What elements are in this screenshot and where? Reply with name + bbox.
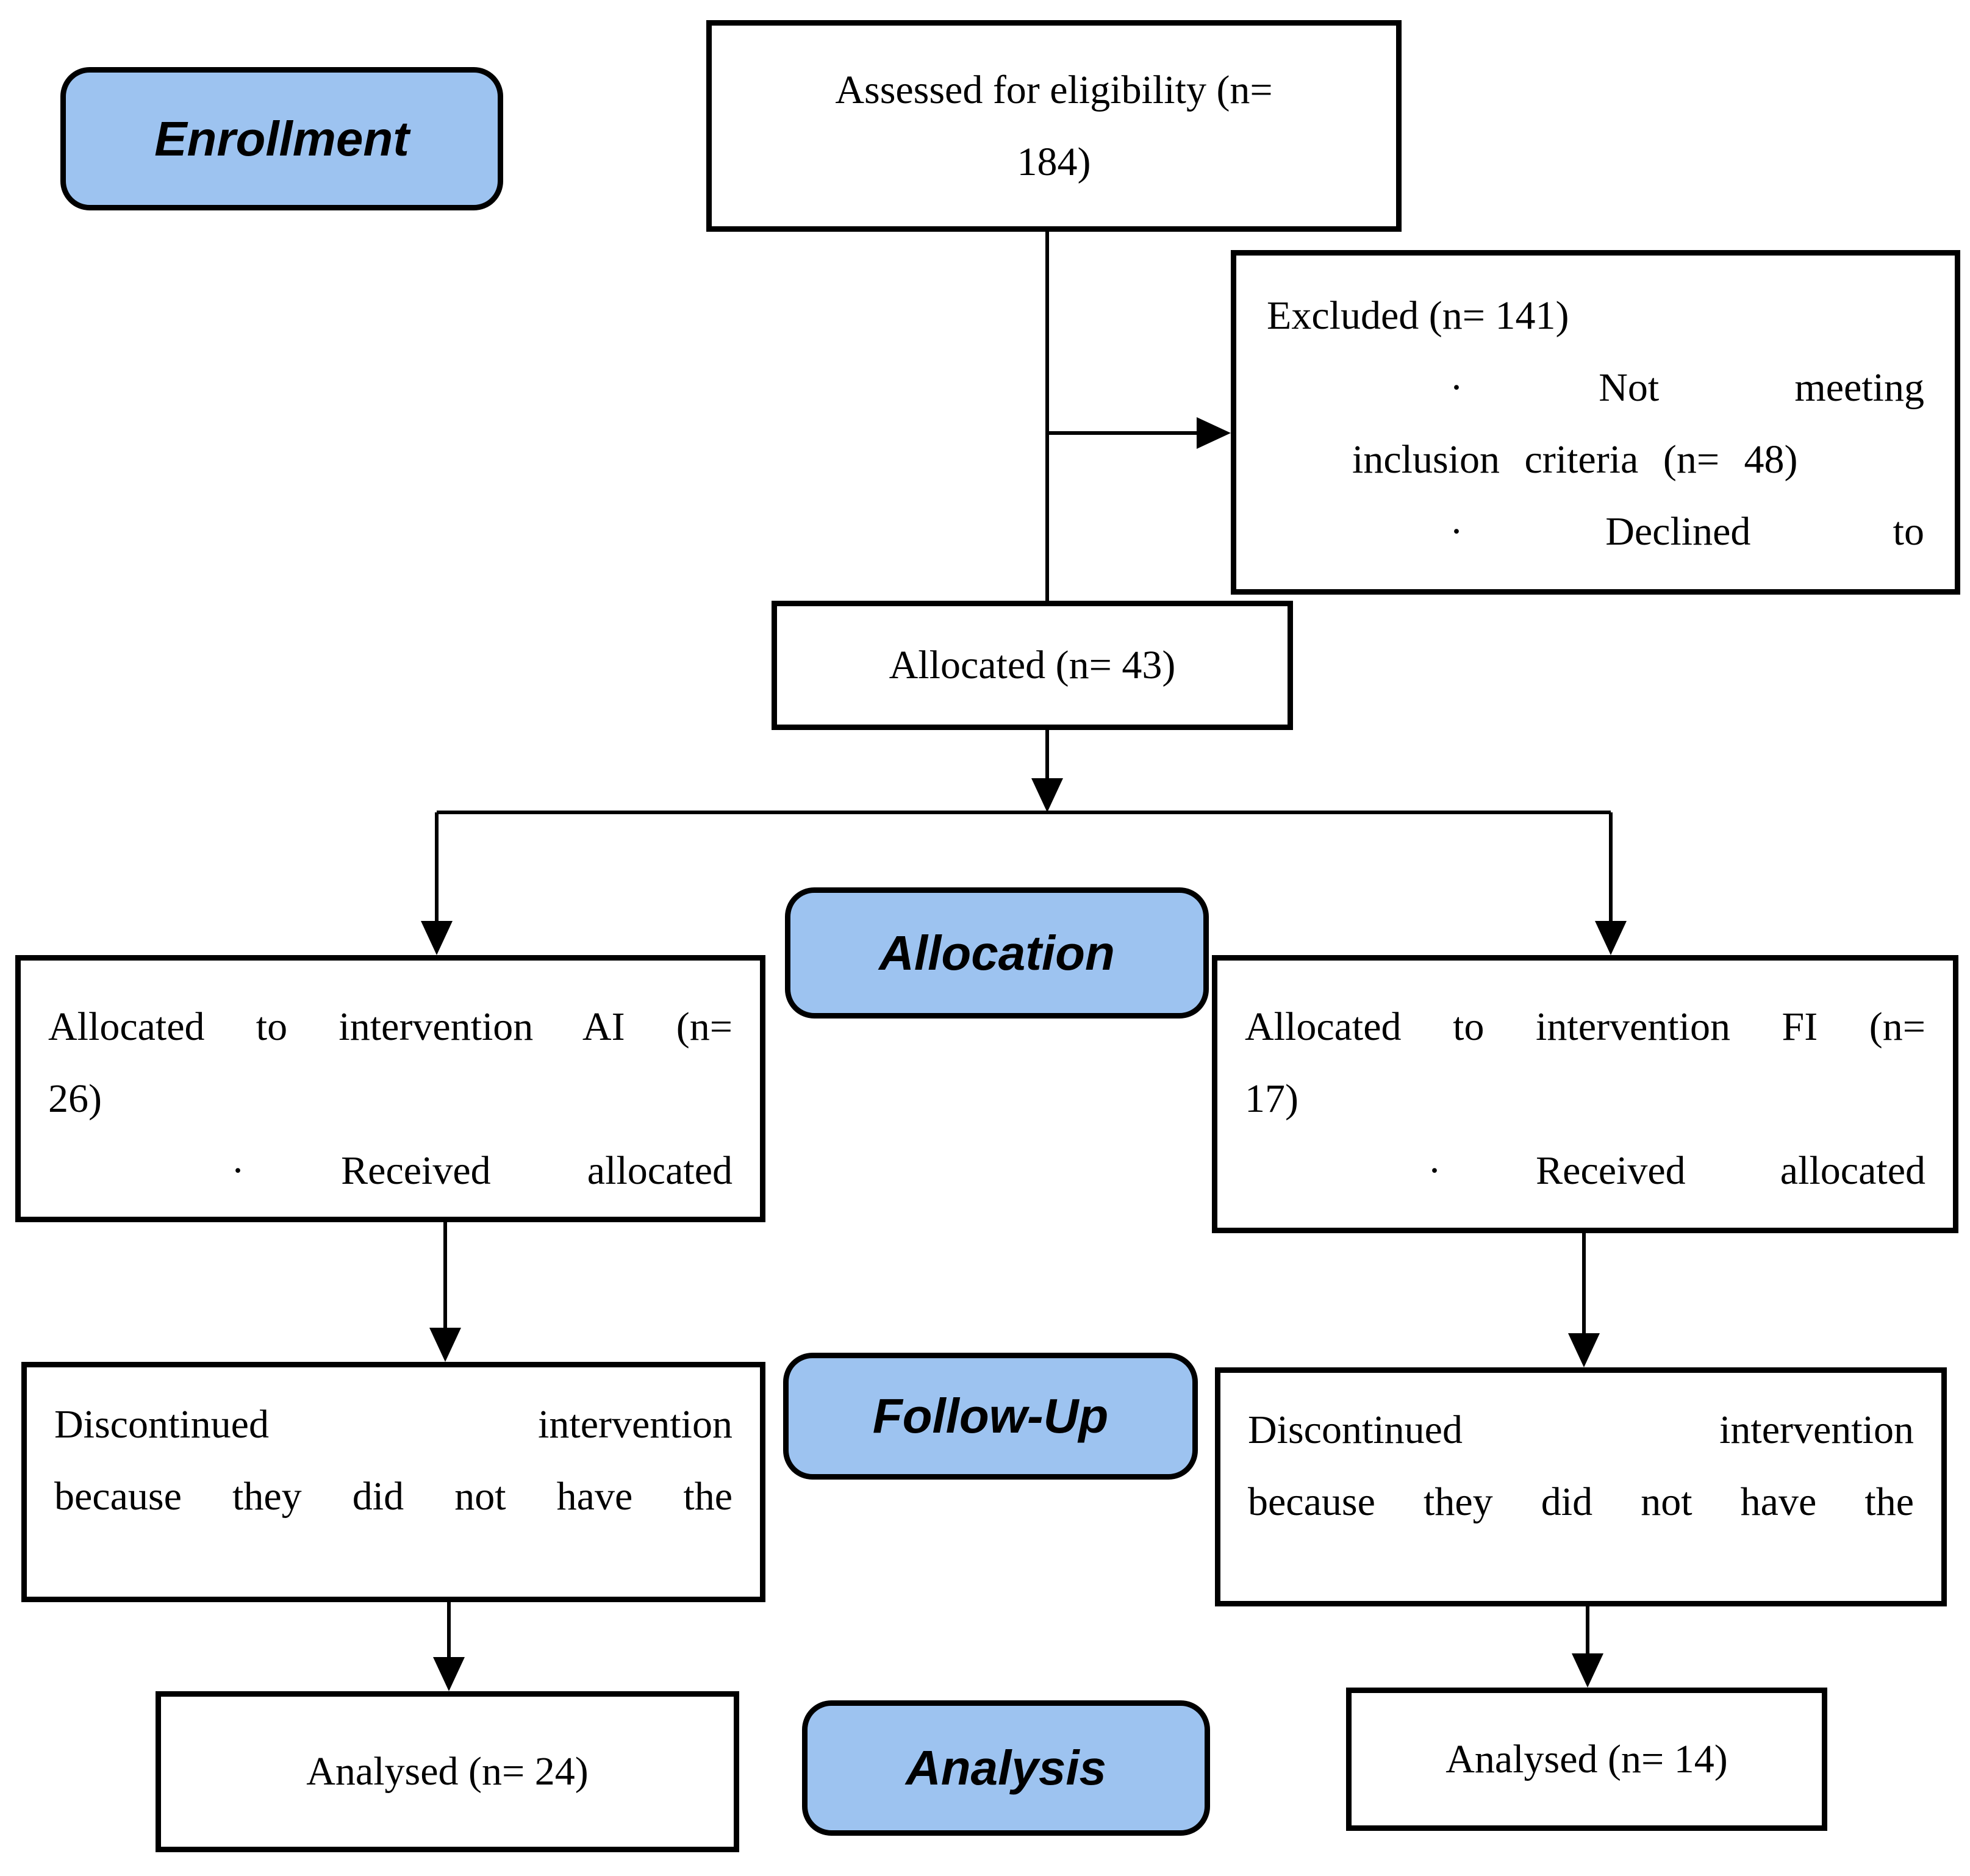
box-assessed-eligibility: Assessed for eligibility (n= 184) [706, 20, 1402, 232]
box-allocated-intervention-ai: Allocated to intervention AI (n= 26) · R… [15, 955, 765, 1222]
stage-label-analysis: Analysis [802, 1700, 1210, 1836]
box-discontinued-right: Discontinued intervention because they d… [1215, 1367, 1947, 1606]
text-line: because they did not have the [1248, 1480, 1914, 1524]
stage-label-enrollment: Enrollment [60, 67, 503, 210]
arrowhead-analysed-left [433, 1657, 465, 1691]
box-analysed-left: Analysed (n= 24) [156, 1691, 739, 1852]
text-line: · Received allocated [1428, 1148, 1925, 1193]
connector-right-branch [1609, 812, 1613, 923]
connector-to-excluded [1047, 431, 1198, 435]
connector-fi-to-discontinued [1582, 1233, 1586, 1336]
stage-label-allocation: Allocation [785, 887, 1209, 1019]
connector-splitter [437, 811, 1611, 814]
text-line: · Received allocated [231, 1148, 732, 1193]
stage-label-text: Analysis [905, 1741, 1107, 1795]
text-line: Excluded (n= 141) [1267, 293, 1569, 338]
connector-discleft-to-analysed [447, 1602, 451, 1659]
text-line: Analysed (n= 14) [1445, 1736, 1728, 1781]
text-line: Allocated to intervention FI (n= [1245, 1004, 1925, 1049]
connector-discright-to-analysed [1586, 1606, 1589, 1656]
connector-left-branch [435, 812, 439, 923]
stage-label-follow-up: Follow-Up [783, 1353, 1198, 1480]
box-allocated: Allocated (n= 43) [772, 601, 1293, 730]
stage-label-text: Enrollment [154, 111, 409, 166]
arrowhead-analysed-right [1572, 1653, 1603, 1688]
text-line: 17) [1245, 1076, 1298, 1121]
text-line: inclusion criteria (n= 48) [1352, 437, 1798, 482]
text-line: Allocated (n= 43) [889, 643, 1176, 687]
arrowhead-left-branch [421, 921, 453, 955]
text-line: · Not meeting [1450, 365, 1924, 410]
arrowhead-right-branch [1595, 921, 1627, 955]
box-analysed-right: Analysed (n= 14) [1346, 1688, 1827, 1831]
box-discontinued-left: Discontinued intervention because they d… [21, 1362, 765, 1602]
connector-ai-to-discontinued [443, 1222, 447, 1330]
arrowhead-fi-discontinued [1568, 1333, 1600, 1367]
text-line: Discontinued intervention [1248, 1408, 1914, 1452]
text-line: 184) [1017, 139, 1091, 184]
box-allocated-intervention-fi: Allocated to intervention FI (n= 17) · R… [1212, 955, 1958, 1233]
text-line: because they did not have the [54, 1474, 732, 1519]
text-line: Allocated to intervention AI (n= [48, 1004, 732, 1049]
text-line: · Declined to [1450, 509, 1924, 554]
box-excluded: Excluded (n= 141) · Not meeting inclusio… [1231, 250, 1960, 595]
text-line: Analysed (n= 24) [306, 1749, 589, 1794]
connector-assessed-to-allocated [1045, 232, 1049, 601]
stage-label-text: Allocation [879, 925, 1115, 980]
stage-label-text: Follow-Up [872, 1389, 1109, 1443]
text-line: 26) [48, 1076, 102, 1121]
arrowhead-split [1031, 778, 1063, 812]
text-line: Discontinued intervention [54, 1402, 732, 1447]
text-line: Assessed for eligibility (n= [835, 67, 1273, 112]
arrowhead-excluded [1197, 417, 1231, 449]
box-text: Assessed for eligibility (n= 184) [835, 54, 1272, 198]
connector-allocated-to-split [1045, 730, 1049, 782]
arrowhead-ai-discontinued [429, 1328, 461, 1362]
